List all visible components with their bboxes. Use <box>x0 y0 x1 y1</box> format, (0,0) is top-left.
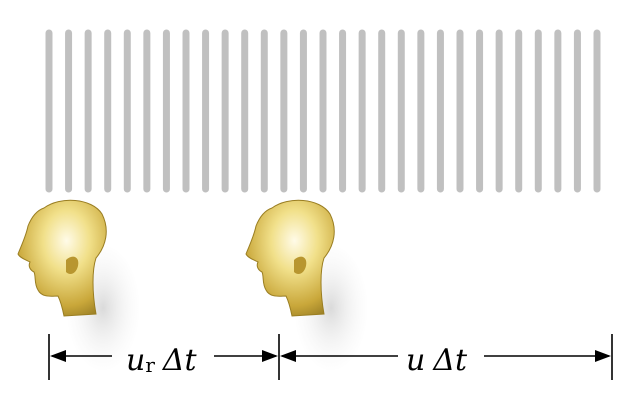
wavefronts <box>45 29 601 193</box>
arrow-left-start <box>50 350 66 362</box>
head-left <box>17 199 139 370</box>
arrowheads <box>50 350 611 362</box>
head-right <box>245 199 367 370</box>
arrow-right-start <box>280 350 296 362</box>
arrow-right-end <box>595 350 611 362</box>
head-icon <box>17 199 107 317</box>
arrow-left-end <box>262 350 278 362</box>
head-icon <box>245 199 335 317</box>
